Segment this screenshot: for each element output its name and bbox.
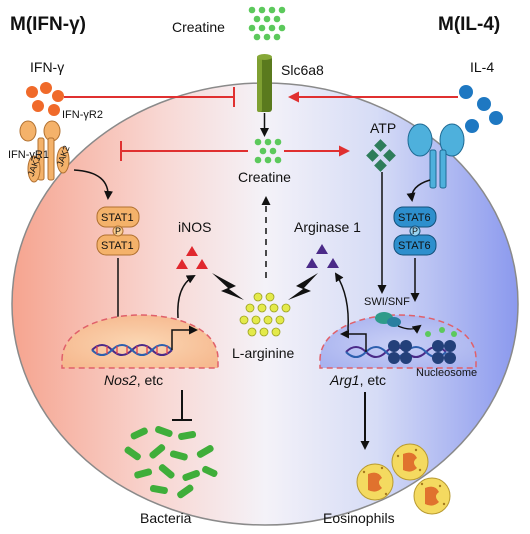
inos-triangle-icon — [176, 246, 208, 269]
creatine-molecule-icon — [254, 138, 282, 164]
swi-snf-label: SWI/SNF — [364, 296, 410, 308]
atp-diamond-icon — [366, 139, 396, 172]
dna-helix-icon — [91, 344, 173, 356]
nucleosome-icon — [388, 340, 412, 364]
lightning-bolt-icon — [288, 273, 318, 300]
l-arginine-molecule — [239, 292, 291, 337]
stat6-phospho-label: P — [412, 226, 418, 236]
atp-label: ATP — [370, 120, 396, 136]
il4-label: IL-4 — [470, 59, 494, 75]
stat6-dimer — [393, 206, 437, 256]
inos-label: iNOS — [178, 219, 211, 235]
nucleosome-label: Nucleosome — [416, 367, 477, 379]
creatine-inhibits-ifn-signaling — [120, 141, 248, 161]
il4-signal-arrow — [406, 179, 431, 202]
il4-ligand — [459, 85, 503, 133]
ifn-gamma-receptor-icon — [19, 120, 70, 183]
ifn-gamma-label: IFN-γ — [30, 59, 64, 75]
acetyl-marks — [425, 327, 457, 337]
stat1-phospho-label: P — [115, 226, 121, 236]
stat6-top-label: STAT6 — [398, 212, 431, 224]
l-arginine-label: L-arginine — [232, 345, 294, 361]
stat1-top-label: STAT1 — [101, 212, 134, 224]
eosinophil-cell-icon — [356, 443, 451, 515]
ifn-gamma-r1-label: IFN-γR1 — [8, 149, 49, 161]
eosinophil-granules — [362, 448, 446, 506]
title-right: M(IL-4) — [438, 14, 500, 35]
creatine-molecule-icon — [248, 6, 286, 41]
nos2-inhibits-bacteria — [172, 390, 192, 421]
ifn-signal-arrow — [73, 169, 114, 200]
nos2-promoter-arrow — [171, 325, 198, 350]
ifn-gamma-r2-label: IFN-γR2 — [62, 109, 103, 121]
creatine-center-label: Creatine — [238, 169, 291, 185]
arginase-expression-arrow — [334, 272, 349, 331]
stat6-bottom-label: STAT6 — [398, 240, 431, 252]
nucleosome-icon — [432, 340, 456, 364]
bacteria-rod-icon — [124, 425, 218, 499]
il4-receptor-icon — [407, 123, 465, 189]
dna-rungs — [96, 346, 168, 354]
arginase-label: Arginase 1 — [294, 219, 361, 235]
creatine-top-label: Creatine — [172, 19, 225, 35]
arg1-gene-label: Arg1, etc — [329, 372, 386, 388]
arg1-promoter-arrow — [340, 329, 367, 352]
ifn-gamma-ligand — [26, 82, 64, 116]
stat1-dimer — [96, 206, 140, 256]
slc6a8-label: Slc6a8 — [281, 62, 324, 78]
title-left: M(IFN-γ) — [10, 14, 86, 35]
inos-expression-arrow — [177, 275, 196, 319]
slc6a8-transporter-icon — [257, 54, 272, 112]
bacteria-label: Bacteria — [140, 510, 192, 526]
eosinophils-label: Eosinophils — [323, 510, 395, 526]
ifn-gamma-inhibits-transporter — [64, 87, 235, 107]
nos2-gene-label: Nos2, etc — [104, 372, 163, 388]
arginase-triangle-icon — [306, 244, 339, 268]
lightning-bolt-icon — [212, 273, 244, 300]
stat1-bottom-label: STAT1 — [101, 240, 134, 252]
swi-snf-complex — [375, 312, 401, 327]
swi-snf-remodel-arrow — [397, 324, 422, 334]
